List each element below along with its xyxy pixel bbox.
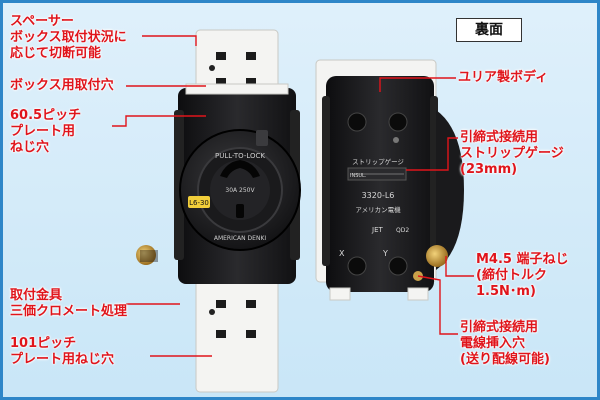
front-pull-text: PULL-TO-LOCK [215,152,265,160]
back-body [326,76,434,292]
front-markings: PULL-TO-LOCK 30A 250V L6-30 AMERICAN DEN… [189,152,266,242]
terminal-y-text: Y [382,249,388,258]
back-strip-text: ストリップゲージ [352,157,404,166]
front-receptacle [136,29,301,393]
front-slots [220,160,260,218]
back-brand-text: アメリカン電機 [355,205,401,214]
front-rating-text: 30A 250V [225,187,255,194]
back-code-text: QD2 [396,227,409,234]
terminal-x-text: X [339,249,345,258]
front-terminal-screw [136,245,156,265]
label-101-pitch: 101ピッチ プレート用ねじ穴 [10,336,115,367]
front-badge-text: L6-30 [189,199,209,207]
label-terminal-screw: M4.5 端子ねじ (締付トルク 1.5N･m) [476,252,569,299]
label-box-mounting-hole: ボックス用取付穴 [10,78,114,93]
leader-lines [112,35,474,357]
front-top-strip [185,83,289,95]
back-strip-sub: INSUL. [350,173,367,179]
back-jet-text: JET [371,226,383,234]
back-markings: ストリップゲージ INSUL. 3320-L6 アメリカン電機 JET QD2 … [339,157,409,258]
back-side-badge: 裏面 [456,18,522,42]
back-model-text: 3320-L6 [362,191,395,200]
front-maker-text: AMERICAN DENKI [214,235,267,242]
label-spacer: スペーサー ボックス取付状況に 応じて切断可能 [10,14,127,61]
label-bracket: 取付金具 三価クロメート処理 [10,288,128,319]
label-urea-body: ユリア製ボディ [458,70,549,85]
back-holes [347,112,408,276]
label-strip-gauge: 引締式接続用 ストリップゲージ (23mm) [460,130,564,177]
label-wire-insertion-hole: 引締式接続用 電線挿入穴 (送り配線可能) [460,320,550,367]
back-terminal-screw [426,245,448,267]
label-605-pitch: 60.5ピッチ プレート用 ねじ穴 [10,108,82,155]
back-receptacle [315,59,464,301]
